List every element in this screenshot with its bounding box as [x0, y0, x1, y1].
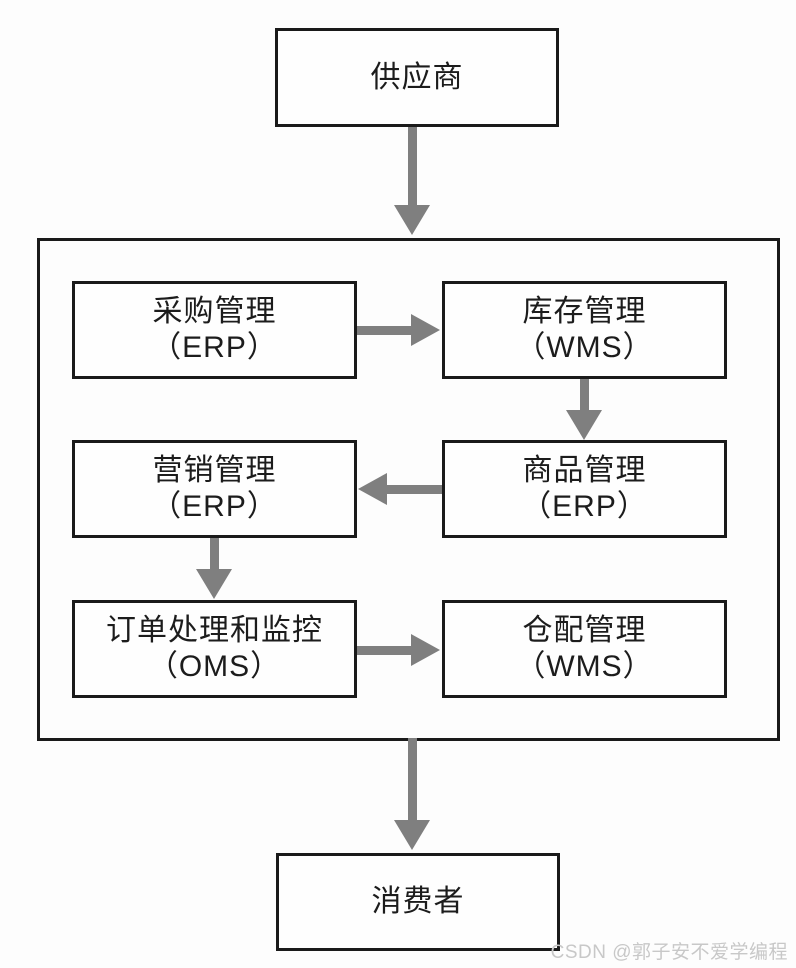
arrow-head [196, 569, 232, 599]
node-marketing-line1: 营销管理 [152, 454, 277, 487]
arrow-shaft [408, 738, 417, 820]
arrow-head [411, 314, 440, 346]
node-consumer: 消费者 [276, 853, 560, 951]
node-procurement: 采购管理 （ERP） [72, 281, 357, 379]
node-warehouse-line1: 仓配管理 [522, 614, 647, 647]
watermark-text: CSDN @郭子安不爱学编程 [550, 942, 788, 963]
arrow-head [394, 205, 430, 235]
node-product: 商品管理 （ERP） [442, 440, 727, 538]
node-supplier: 供应商 [275, 28, 559, 127]
arrow-shaft [386, 485, 442, 494]
node-marketing-line2: （ERP） [151, 490, 278, 523]
node-inventory: 库存管理 （WMS） [442, 281, 727, 379]
node-product-line2: （ERP） [521, 490, 648, 523]
arrow-head [358, 473, 387, 505]
arrow-shaft [357, 326, 413, 335]
node-order-line1: 订单处理和监控 [106, 614, 323, 647]
arrow-head [411, 634, 440, 666]
node-warehouse: 仓配管理 （WMS） [442, 600, 727, 698]
node-consumer-label: 消费者 [371, 885, 465, 918]
node-warehouse-line2: （WMS） [515, 650, 654, 683]
node-inventory-line1: 库存管理 [522, 295, 647, 328]
node-marketing: 营销管理 （ERP） [72, 440, 357, 538]
arrow-shaft [408, 127, 417, 205]
node-procurement-line1: 采购管理 [152, 295, 277, 328]
node-order-line2: （OMS） [147, 650, 282, 683]
node-supplier-label: 供应商 [370, 60, 464, 94]
arrow-head [394, 820, 430, 850]
node-inventory-line2: （WMS） [515, 331, 654, 364]
arrow-shaft [210, 538, 219, 572]
node-order: 订单处理和监控 （OMS） [72, 600, 357, 698]
node-procurement-line2: （ERP） [151, 331, 278, 364]
arrow-head [566, 410, 602, 440]
arrow-shaft [357, 646, 413, 655]
arrow-shaft [580, 379, 589, 413]
node-product-line1: 商品管理 [522, 454, 647, 487]
